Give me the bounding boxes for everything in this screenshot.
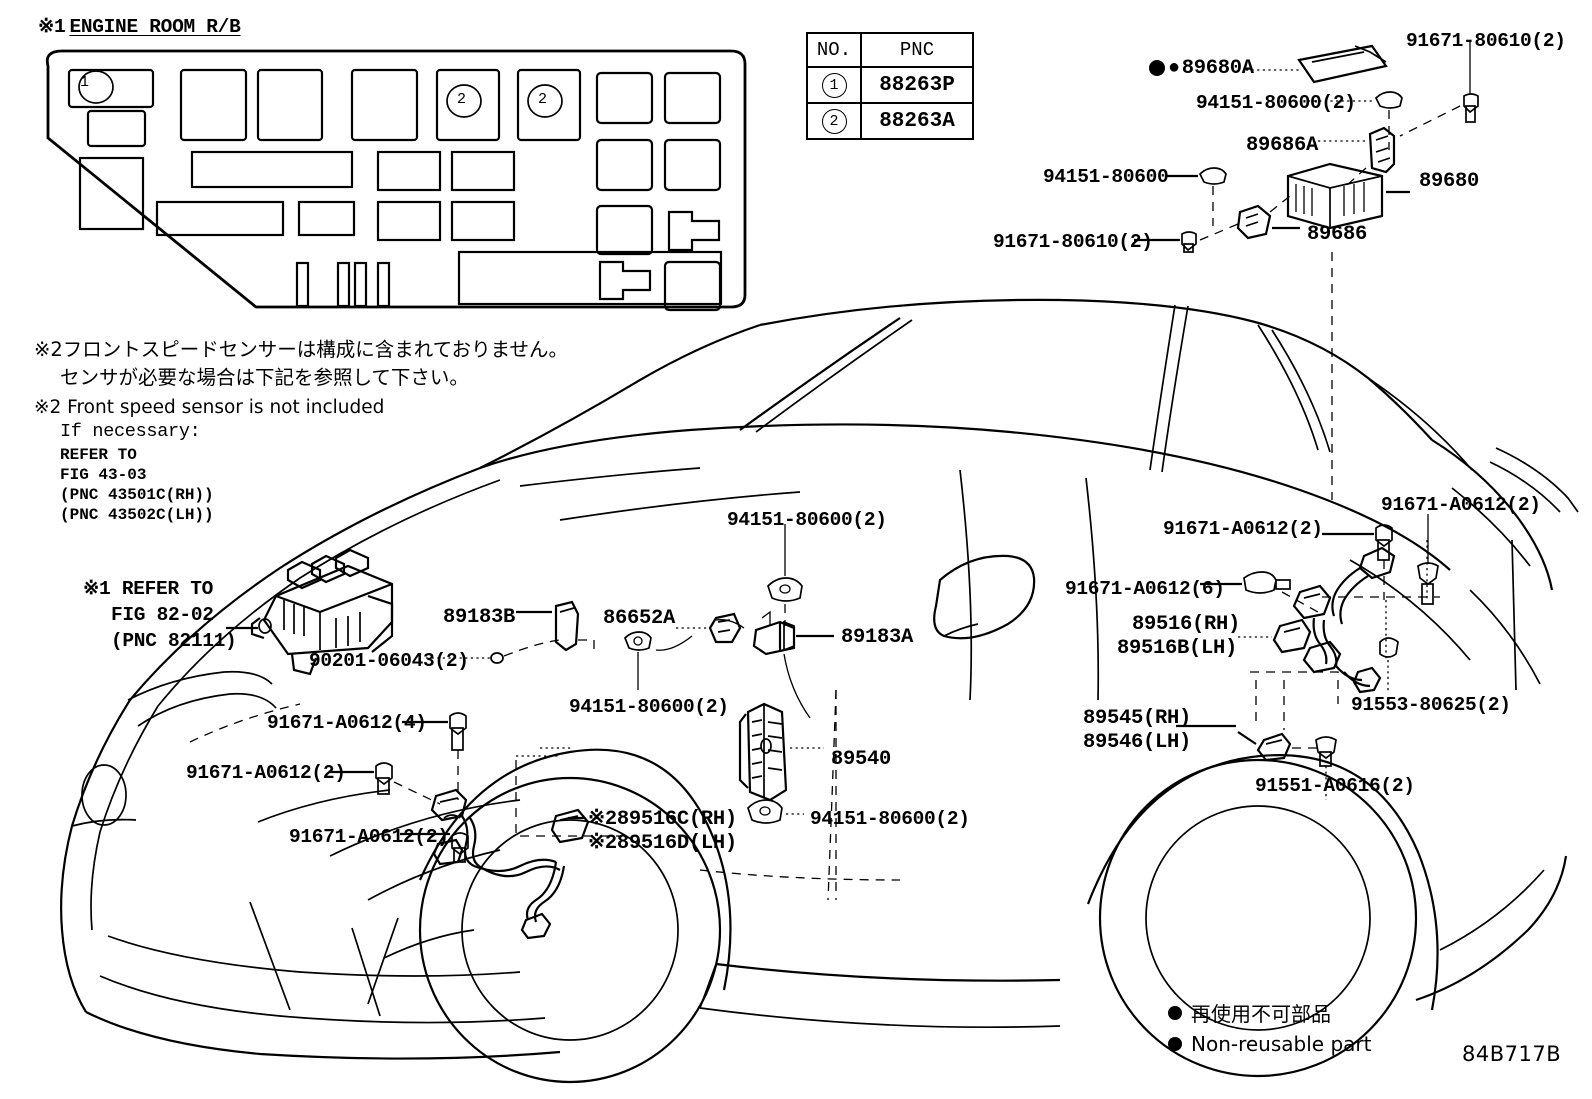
fusebox-marker-1: 1 (80, 74, 90, 91)
legend-label-jp: 再使用不可部品 (1191, 1002, 1331, 1026)
engine-room-title-text: ENGINE ROOM R/B (69, 16, 241, 38)
non-reusable-dot-icon-en (1168, 1037, 1182, 1051)
legend-row-jp: 再使用不可部品 (1168, 998, 1371, 1027)
callout-89686: 89686 (1307, 223, 1368, 246)
non-reusable-bullet-icon: ● (1168, 57, 1180, 80)
ecu-module (1286, 162, 1384, 230)
callout-91551-a0616-2: 91551-A0616(2) (1255, 775, 1415, 797)
engine-room-mark: ※1 (38, 16, 66, 38)
pnc-header-pnc: PNC (860, 32, 974, 68)
note-2-en-line-3: REFER TO (60, 446, 137, 465)
callout-89516d-lh: ※289516D(LH) (588, 832, 737, 855)
callout-90201-06043-2: 90201-06043(2) (309, 650, 469, 672)
note-1-line-3: (PNC 82111) (111, 630, 237, 652)
rear-speed-sensor-group (1176, 514, 1440, 800)
note-1-line-2: FIG 82-02 (111, 604, 214, 626)
callout-89546-lh: 89546(LH) (1083, 731, 1192, 754)
callout-89540: 89540 (831, 748, 892, 771)
fusebox-marker-2a: 2 (457, 91, 467, 108)
note-2-en-line-6: (PNC 43502C(LH)) (60, 506, 214, 525)
legend-row-en: Non-reusable part (1168, 1032, 1371, 1056)
callout-89680: 89680 (1419, 170, 1480, 193)
callout-91671-a0612-2-front-lower: 91671-A0612(2) (289, 826, 449, 848)
note-2-block: ※2フロントスピードセンサーは構成に含まれておりません。 センサが必要な場合は下… (34, 336, 568, 524)
callout-89183a: 89183A (841, 626, 914, 649)
junction-block-82111 (226, 548, 394, 676)
legend-label-en: Non-reusable part (1191, 1032, 1372, 1056)
callout-94151-80600-2-top: 94151-80600(2) (1196, 92, 1356, 114)
callout-94151-80600-2-center-mid: 94151-80600(2) (569, 696, 729, 718)
callout-89516-rh: 89516(RH) (1132, 613, 1241, 636)
pnc-table-row-1: 1 88263P (806, 66, 974, 104)
callout-89545-rh: 89545(RH) (1083, 707, 1192, 730)
callout-94151-80600-2-center-top: 94151-80600(2) (727, 509, 887, 531)
callout-91671-a0612-4: 91671-A0612(4) (267, 712, 427, 734)
callout-89183b: 89183B (443, 606, 516, 629)
pnc-row1-pnc: 88263P (860, 66, 974, 104)
callout-89686a: 89686A (1246, 134, 1319, 157)
pnc-row1-no: 1 (806, 66, 862, 104)
note-2-en-line-4: FIG 43-03 (60, 466, 147, 485)
callout-91671-80610-lower: 91671-80610(2) (993, 231, 1153, 253)
callout-89516c-rh: ※289516C(RH) (588, 808, 737, 831)
note-1-line-1: ※1 REFER TO (83, 578, 214, 600)
vehicle-outline (60, 298, 1579, 1084)
non-reusable-dot-icon (1168, 1005, 1182, 1020)
drawing-code: 84B717B (1462, 1042, 1562, 1066)
note-1-block: ※1 REFER TO FIG 82-02 (PNC 82111) (83, 578, 237, 653)
note-2-en-line-1: ※2 Front speed sensor is not included (34, 397, 385, 419)
callout-94151-80600: 94151-80600 (1043, 166, 1169, 188)
callout-91671-80610-upper: 91671-80610(2) (1406, 30, 1566, 52)
note-2-jp-line-2: センサが必要な場合は下記を参照して下さい。 (60, 365, 469, 389)
callout-86652a: 86652A (603, 607, 676, 630)
callout-91671-a0612-2-rear: 91671-A0612(2) (1163, 518, 1323, 540)
callout-89516b-lh: 89516B(LH) (1117, 637, 1238, 660)
pnc-row2-no: 2 (806, 102, 862, 140)
engine-room-relay-box (45, 49, 747, 312)
pnc-row2-pnc: 88263A (860, 102, 974, 140)
callout-94151-80600-2-bottom: 94151-80600(2) (810, 808, 970, 830)
callout-91553-80625-2: 91553-80625(2) (1351, 694, 1511, 716)
note-2-en-line-5: (PNC 43501C(RH)) (60, 486, 214, 505)
assembly-89680-group (1134, 40, 1479, 500)
callout-91671-a0612-2-right: 91671-A0612(2) (1381, 494, 1541, 516)
pnc-table-row-2: 2 88263A (806, 102, 974, 140)
legend: 再使用不可部品 Non-reusable part (1168, 998, 1371, 1061)
callout-91671-a0612-2-front-upper: 91671-A0612(2) (186, 762, 346, 784)
fusebox-marker-2b: 2 (538, 91, 548, 108)
callout-89680a: ●89680A (1168, 57, 1254, 80)
pnc-table: NO. PNC 1 88263P 2 88263A (806, 32, 974, 140)
sensor-89540 (738, 690, 837, 900)
center-clip-group (426, 524, 834, 719)
note-2-jp-line-1: ※2フロントスピードセンサーは構成に含まれておりません。 (34, 338, 568, 361)
front-speed-sensor-group (330, 712, 620, 940)
pnc-table-header-row: NO. PNC (806, 32, 974, 68)
callout-91671-a0612-6: 91671-A0612(6) (1065, 578, 1225, 600)
pnc-header-no: NO. (806, 32, 862, 68)
note-2-en-line-2: If necessary: (60, 421, 201, 443)
